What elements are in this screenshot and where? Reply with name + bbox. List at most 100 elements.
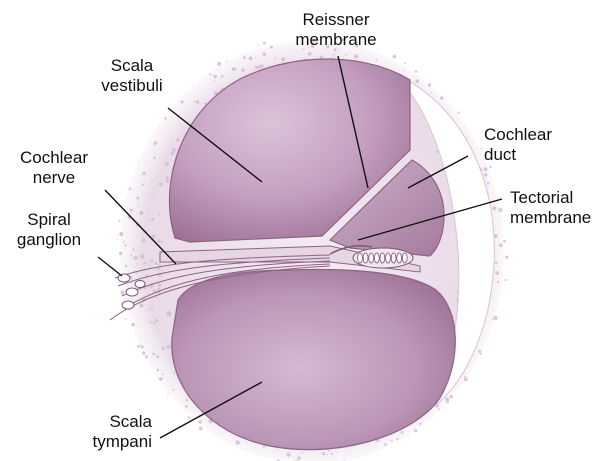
bone-speckle xyxy=(165,303,166,304)
hair-cell xyxy=(374,253,379,263)
label-tectorial-membrane: Tectorial membrane xyxy=(510,188,610,228)
hair-cell xyxy=(386,253,391,263)
bone-speckle xyxy=(497,212,498,213)
bone-speckle xyxy=(309,52,312,55)
bone-speckle xyxy=(438,408,440,410)
bone-speckle xyxy=(173,372,175,374)
bone-speckle xyxy=(167,393,169,395)
bone-speckle xyxy=(145,355,148,358)
bone-speckle xyxy=(484,173,488,177)
bone-speckle xyxy=(221,75,224,78)
hair-cell xyxy=(363,253,368,263)
bone-speckle xyxy=(226,61,228,63)
bone-speckle xyxy=(176,138,180,142)
label-tectorial-line1: Tectorial xyxy=(510,188,610,208)
bone-speckle xyxy=(163,175,165,177)
bone-speckle xyxy=(140,344,141,345)
bone-speckle xyxy=(180,100,183,103)
bone-speckle xyxy=(192,84,193,85)
bone-speckle xyxy=(118,220,120,222)
bone-speckle xyxy=(167,312,171,316)
bone-speckle xyxy=(123,241,125,243)
bone-speckle xyxy=(354,54,358,58)
bone-speckle xyxy=(149,321,151,323)
bone-speckle xyxy=(166,176,169,179)
bone-speckle xyxy=(487,182,490,185)
label-scala-tympani-line1: Scala xyxy=(62,412,152,432)
bone-speckle xyxy=(404,62,406,64)
bone-speckle xyxy=(117,239,118,240)
bone-speckle xyxy=(156,355,159,358)
bone-speckle xyxy=(331,453,333,455)
label-cochlear-duct: Cochlear duct xyxy=(484,125,574,165)
bone-speckle xyxy=(384,443,387,446)
bone-speckle xyxy=(414,429,417,432)
bone-speckle xyxy=(139,303,143,307)
bone-speckle xyxy=(132,250,134,252)
bone-speckle xyxy=(481,148,482,149)
bone-speckle xyxy=(281,57,285,61)
bone-speckle xyxy=(328,450,330,452)
leader-spiral-ganglion xyxy=(98,257,122,276)
bone-speckle xyxy=(162,270,164,272)
hair-cell xyxy=(391,253,396,263)
bone-speckle xyxy=(136,197,139,200)
label-scala-vestibuli-line2: vestibuli xyxy=(84,76,180,96)
label-reissner-membrane: Reissner membrane xyxy=(274,10,398,50)
bone-speckle xyxy=(186,399,189,402)
bone-speckle xyxy=(327,454,329,456)
bone-speckle xyxy=(153,143,155,145)
bone-speckle xyxy=(130,209,133,212)
bone-speckle xyxy=(457,111,459,113)
bone-speckle xyxy=(297,456,301,460)
bone-speckle xyxy=(499,243,503,247)
bone-speckle xyxy=(158,283,162,287)
bone-speckle xyxy=(149,308,151,310)
bone-speckle xyxy=(156,296,158,298)
hair-cell xyxy=(358,253,363,263)
bone-speckle xyxy=(148,264,149,265)
bone-speckle xyxy=(124,244,127,247)
bone-speckle xyxy=(159,301,160,302)
bone-speckle xyxy=(274,57,276,59)
label-cochlear-nerve: Cochlear nerve xyxy=(0,148,108,188)
bone-speckle xyxy=(446,401,449,404)
bone-speckle xyxy=(171,141,173,143)
label-tectorial-line2: membrane xyxy=(510,208,610,228)
bone-speckle xyxy=(153,198,155,200)
bone-speckle xyxy=(142,184,144,186)
bone-speckle xyxy=(134,256,138,260)
bone-speckle xyxy=(495,262,498,265)
bone-speckle xyxy=(478,350,481,353)
bone-speckle xyxy=(415,79,419,83)
bone-speckle xyxy=(393,55,397,59)
bone-speckle xyxy=(302,451,304,453)
hair-cell xyxy=(380,253,385,263)
bone-speckle xyxy=(258,45,259,46)
bone-speckle xyxy=(255,66,258,69)
bone-speckle xyxy=(391,440,393,442)
label-spiral-ganglion: Spiral ganglion xyxy=(0,210,98,250)
bone-speckle xyxy=(159,182,163,186)
hair-cell xyxy=(369,253,374,263)
bone-speckle xyxy=(480,353,482,355)
bone-speckle xyxy=(505,256,508,259)
bone-speckle xyxy=(130,254,132,256)
bone-speckle xyxy=(430,92,431,93)
bone-speckle xyxy=(140,254,143,257)
bone-speckle xyxy=(449,395,452,398)
bone-speckle xyxy=(153,156,156,159)
bone-speckle xyxy=(135,272,137,274)
label-scala-vestibuli: Scala vestibuli xyxy=(84,56,180,96)
bone-speckle xyxy=(138,205,139,206)
bone-speckle xyxy=(489,166,491,168)
bone-speckle xyxy=(161,241,163,243)
bone-speckle xyxy=(219,78,220,79)
bone-speckle xyxy=(415,70,417,72)
bone-speckle xyxy=(436,151,438,153)
bone-speckle xyxy=(151,218,154,221)
bone-speckle xyxy=(333,54,335,56)
bone-speckle xyxy=(263,42,266,45)
bone-speckle xyxy=(467,137,468,138)
bone-speckle xyxy=(173,389,175,391)
